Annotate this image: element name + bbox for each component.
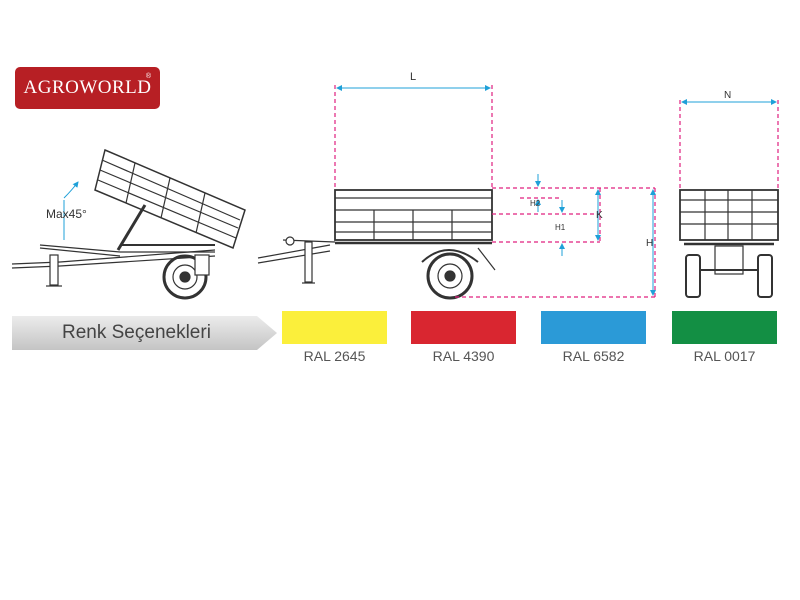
tilt-angle-label: Max45°	[46, 207, 87, 221]
brand-logo: AGROWORLD ®	[15, 67, 160, 109]
color-swatch-green	[672, 311, 777, 344]
ral-code-green: RAL 0017	[693, 348, 756, 364]
dimension-L-label: L	[410, 71, 416, 83]
side-view-trailer	[257, 189, 496, 300]
color-options-title: Renk Seçenekleri	[62, 322, 211, 343]
dimension-H-label: H	[646, 238, 653, 249]
color-options-banner	[12, 316, 277, 350]
dimension-H2-label: H2	[530, 199, 541, 208]
color-swatch-blue	[541, 311, 646, 344]
rear-view-trailer	[679, 189, 779, 298]
rear-view-dimensions	[679, 100, 779, 190]
dimension-N-label: N	[724, 90, 731, 101]
tipping-trailer-view	[11, 148, 246, 300]
dimension-K-label: K	[596, 210, 603, 221]
ral-code-blue: RAL 6582	[562, 348, 625, 364]
color-swatch-yellow	[282, 311, 387, 344]
ral-code-yellow: RAL 2645	[303, 348, 366, 364]
dimension-H1-label: H1	[555, 223, 566, 232]
color-swatch-red	[411, 311, 516, 344]
ral-code-red: RAL 4390	[432, 348, 495, 364]
registered-mark: ®	[145, 73, 151, 80]
brand-logo-text: AGROWORLD	[23, 77, 152, 98]
